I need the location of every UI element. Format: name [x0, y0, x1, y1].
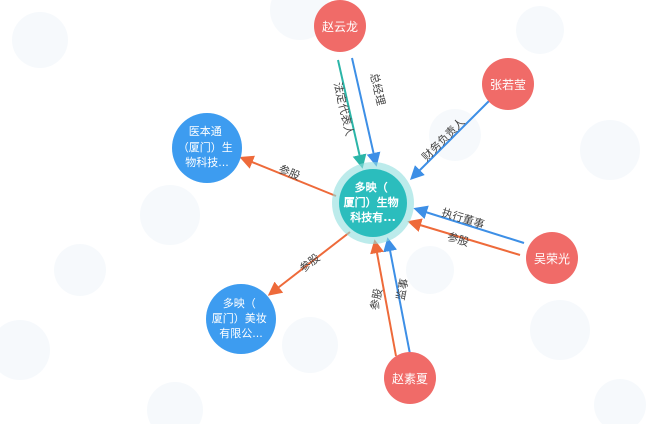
node-center-line-3: 科技有...: [350, 210, 396, 224]
node-person-zhao-suqing[interactable]: 赵素夏: [384, 352, 436, 404]
svg-text:多映（ 厦门）美妆 有限公...: 多映（ 厦门）美妆 有限公...: [212, 296, 271, 340]
node-center-line-2: 厦门）生物: [344, 195, 399, 209]
node-duoying-meizhuang-line-3: 有限公...: [219, 326, 263, 340]
node-yibentong-line-3: 物科技...: [185, 155, 229, 169]
node-yibentong-line-1: 医本通: [189, 124, 222, 138]
node-person-zhao-yunlong[interactable]: 赵云龙: [314, 0, 366, 52]
node-person-zhang-ruoying[interactable]: 张若莹: [482, 58, 534, 110]
node-duoying-meizhuang-line-1: 多映（: [223, 296, 256, 310]
edge-label: 执行董事: [440, 205, 486, 231]
edge-center-yibentong-shareholding: 参股: [239, 155, 337, 197]
node-label: 赵素夏: [392, 372, 428, 386]
edge-label: 参股: [446, 229, 471, 249]
edge-zhao-suqing-supervisor: 监事: [383, 237, 411, 355]
edge-label: 参股: [277, 162, 303, 183]
edge-label: 监事: [394, 277, 411, 301]
node-company-duoying-meizhuang[interactable]: 多映（ 厦门）美妆 有限公...: [206, 284, 276, 354]
node-center-company[interactable]: 多映（ 厦门）生物 科技有...: [332, 162, 414, 244]
edge-label: 参股: [367, 287, 385, 311]
node-label: 赵云龙: [322, 20, 358, 34]
svg-text:医本通 （厦门）生 物科技...: 医本通 （厦门）生 物科技...: [178, 124, 237, 169]
edge-label: 法定代表人: [331, 81, 357, 138]
node-duoying-meizhuang-line-2: 厦门）美妆: [212, 311, 267, 325]
node-center-line-1: 多映（: [355, 180, 388, 194]
edge-wu-rongguang-shareholding: 参股: [407, 218, 521, 256]
edge-zhao-suqing-shareholding: 参股: [367, 239, 397, 357]
node-yibentong-line-2: （厦门）生: [178, 140, 233, 154]
node-company-yibentong[interactable]: 医本通 （厦门）生 物科技...: [172, 113, 242, 183]
node-label: 吴荣光: [534, 252, 570, 266]
edge-label: 总经理: [367, 71, 388, 106]
edge-zhao-yunlong-legal-rep: 法定代表人: [331, 59, 367, 169]
svg-text:多映（ 厦门）生物 科技有...: 多映（ 厦门）生物 科技有...: [344, 180, 403, 224]
edge-center-duoying-meizhuang-shareholding: 参股: [267, 231, 351, 296]
node-label: 张若莹: [490, 78, 526, 92]
node-person-wu-rongguang[interactable]: 吴荣光: [526, 232, 578, 284]
